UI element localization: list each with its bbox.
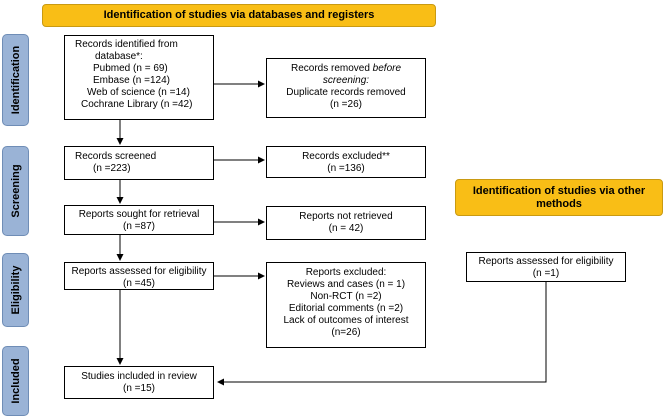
reports-excluded-outcomes-count: (n=26): [331, 327, 361, 338]
studies-included-label: Studies included in review: [81, 371, 197, 382]
reports-assessed-count: (n =45): [123, 278, 155, 289]
studies-included-count: (n =15): [123, 383, 155, 394]
records-identified-line2: database*:: [95, 51, 143, 62]
records-identified-line1: Records identified from: [75, 39, 178, 50]
records-removed-line2: screening:: [267, 75, 425, 87]
box-records-screened: Records screened (n =223): [64, 146, 214, 180]
box-studies-included: Studies included in review (n =15): [64, 366, 214, 399]
records-removed-text: Records removed: [290, 63, 370, 74]
box-reports-assessed: Reports assessed for eligibility (n =45): [64, 262, 214, 290]
reports-not-retrieved-label: Reports not retrieved: [299, 211, 393, 222]
records-identified-embase: Embase (n =124): [93, 75, 170, 86]
records-removed-line1: Records removed before: [267, 63, 425, 75]
phase-eligibility: Eligibility: [2, 253, 29, 327]
phase-identification: Identification: [2, 34, 29, 126]
phase-included: Included: [2, 346, 29, 416]
records-removed-line3: Duplicate records removed: [286, 87, 406, 98]
reports-excluded-nonrct: Non-RCT (n =2): [310, 291, 382, 302]
records-identified-pubmed: Pubmed (n = 69): [93, 63, 168, 74]
records-removed-screening: screening:: [322, 75, 370, 86]
box-reports-excluded: Reports excluded: Reviews and cases (n =…: [266, 262, 426, 348]
banner-other-text: Identification of studies via other meth…: [472, 184, 646, 210]
banner-other-methods: Identification of studies via other meth…: [455, 179, 663, 216]
box-other-assessed: Reports assessed for eligibility (n =1): [466, 252, 626, 282]
other-assessed-label: Reports assessed for eligibility: [478, 256, 614, 267]
records-screened-count: (n =223): [93, 163, 131, 174]
box-records-identified: Records identified from database*: Pubme…: [64, 35, 214, 120]
box-reports-not-retrieved: Reports not retrieved (n = 42): [266, 206, 426, 240]
phase-screening: Screening: [2, 146, 29, 236]
records-removed-before: before: [372, 63, 402, 74]
reports-excluded-editorial: Editorial comments (n =2): [288, 303, 404, 314]
reports-excluded-reviews: Reviews and cases (n = 1): [286, 279, 406, 290]
records-excluded-label: Records excluded**: [302, 151, 390, 162]
reports-excluded-label: Reports excluded:: [305, 267, 387, 278]
reports-excluded-outcomes: Lack of outcomes of interest: [283, 315, 409, 326]
records-screened-label: Records screened: [75, 151, 157, 162]
other-assessed-count: (n =1): [532, 268, 560, 279]
box-reports-sought: Reports sought for retrieval (n =87): [64, 205, 214, 235]
arrow-other-to-included: [217, 282, 547, 386]
reports-not-retrieved-count: (n = 42): [328, 223, 364, 234]
box-records-excluded: Records excluded** (n =136): [266, 146, 426, 178]
box-records-removed: Records removed before screening: Duplic…: [266, 58, 426, 118]
reports-assessed-label: Reports assessed for eligibility: [71, 266, 207, 277]
records-identified-wos: Web of science (n =14): [87, 87, 190, 98]
records-removed-line4: (n =26): [330, 99, 362, 110]
reports-sought-label: Reports sought for retrieval: [78, 209, 200, 220]
records-excluded-count: (n =136): [327, 163, 365, 174]
banner-databases-text: Identification of studies via databases …: [103, 9, 375, 21]
banner-databases: Identification of studies via databases …: [42, 4, 436, 27]
reports-sought-count: (n =87): [123, 221, 155, 232]
records-identified-cochrane: Cochrane Library (n =42): [81, 99, 193, 110]
